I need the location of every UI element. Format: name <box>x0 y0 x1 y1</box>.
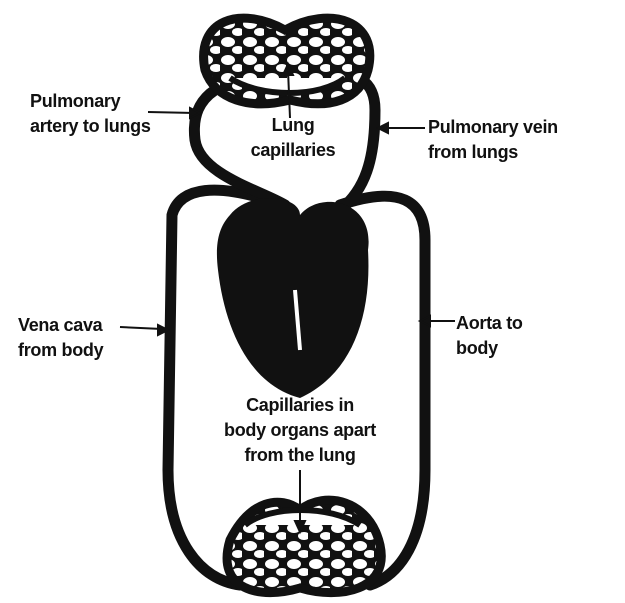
lung-capillaries-label: Lung capillaries <box>248 113 338 163</box>
label-line: Pulmonary vein <box>428 117 558 137</box>
label-line: from body <box>18 340 104 360</box>
label-line: artery to lungs <box>30 116 151 136</box>
label-line: from the lung <box>244 445 356 465</box>
vena-cava-arrow <box>119 326 163 330</box>
lung-capillaries-arrow <box>287 69 291 119</box>
pulmonary-artery-arrow <box>147 111 196 114</box>
label-line: Capillaries in <box>246 395 354 415</box>
label-line: Lung <box>271 115 315 135</box>
label-line: from lungs <box>428 142 518 162</box>
aorta-vessel <box>334 190 431 591</box>
heart <box>216 198 369 398</box>
pulmonary-vein-vessel <box>334 74 381 216</box>
label-line: capillaries <box>250 140 336 160</box>
label-arrows <box>119 61 455 535</box>
vena-cava-label: Vena cava from body <box>18 313 104 363</box>
aorta-label: Aorta to body <box>456 311 523 361</box>
label-line: Aorta to <box>456 313 523 333</box>
vena-cava-vessel <box>162 184 274 591</box>
label-line: Pulmonary <box>30 91 121 111</box>
label-line: body <box>456 338 498 358</box>
body-capillaries-label: Capillaries in body organs apart from th… <box>205 393 395 468</box>
label-line: body organs apart <box>224 420 376 440</box>
pulmonary-vein-label: Pulmonary vein from lungs <box>428 115 558 165</box>
pulmonary-artery-vessel <box>188 84 291 211</box>
label-line: Vena cava <box>18 315 103 335</box>
pulmonary-artery-label: Pulmonary artery to lungs <box>30 89 151 139</box>
